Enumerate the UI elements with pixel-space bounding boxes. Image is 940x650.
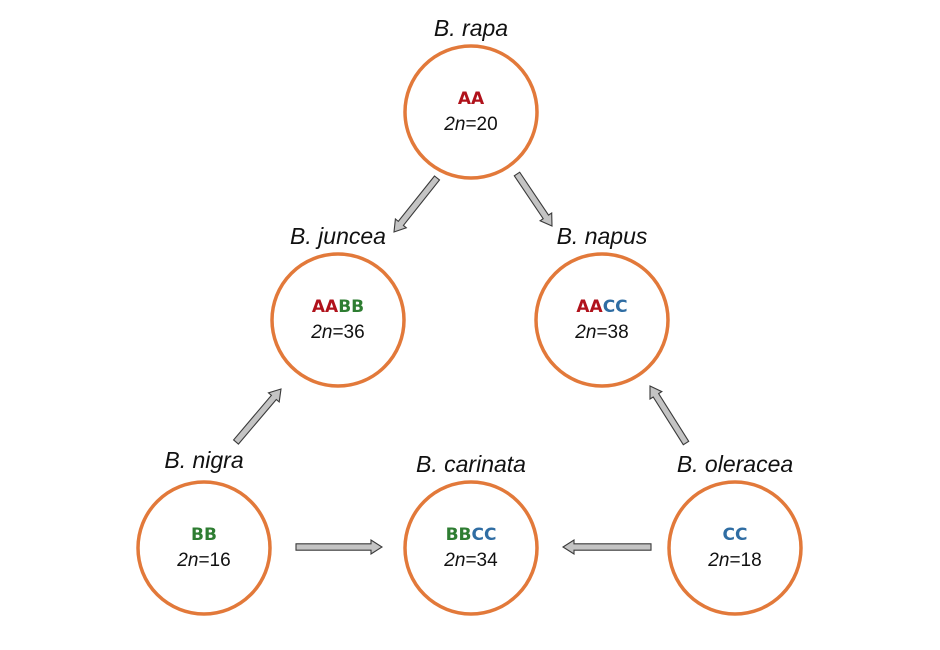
- genome-label: AACC: [576, 297, 627, 317]
- genome-part: CC: [603, 297, 628, 317]
- arrow-oleracea-to-napus: [649, 385, 690, 446]
- chrom-value: =38: [596, 322, 628, 343]
- species-circle: [534, 252, 670, 388]
- chrom-value: =34: [465, 550, 498, 571]
- chrom-prefix: 2: [707, 550, 719, 571]
- species-circle: [403, 480, 539, 616]
- species-circle: [667, 480, 803, 616]
- arrow-oleracea-to-carinata: [561, 538, 652, 556]
- genome-part: AA: [312, 297, 339, 317]
- arrow-rapa-to-napus: [513, 171, 553, 227]
- chrom-value: =18: [729, 550, 761, 571]
- species-label: B. nigra: [164, 447, 243, 473]
- species-circle: [136, 480, 272, 616]
- chrom-variable: n: [586, 322, 597, 343]
- chromosome-count: 2n=36: [310, 322, 364, 343]
- chrom-value: =36: [332, 322, 364, 343]
- genome-label: AABB: [312, 297, 364, 317]
- genome-part: CC: [723, 525, 748, 545]
- genome-part: AA: [458, 89, 485, 109]
- species-circle: [403, 44, 539, 180]
- genome-part: BB: [446, 525, 472, 545]
- species-label: B. rapa: [434, 15, 508, 41]
- arrow-rapa-to-juncea: [393, 175, 441, 233]
- chrom-variable: n: [455, 114, 466, 135]
- species-label: B. juncea: [290, 223, 386, 249]
- genome-label: CC: [723, 525, 748, 545]
- chrom-prefix: 2: [443, 550, 455, 571]
- genome-part: BB: [338, 297, 364, 317]
- species-label: B. napus: [557, 223, 648, 249]
- genome-part: CC: [471, 525, 496, 545]
- chromosome-count: 2n=16: [176, 550, 230, 571]
- chrom-variable: n: [455, 550, 466, 571]
- species-label: B. oleracea: [677, 451, 793, 477]
- arrow-nigra-to-juncea: [232, 388, 282, 445]
- genome-label: BB: [191, 525, 217, 545]
- chrom-prefix: 2: [443, 114, 455, 135]
- chromosome-count: 2n=38: [574, 322, 628, 343]
- genome-part: AA: [576, 297, 603, 317]
- genome-part: BB: [191, 525, 217, 545]
- genome-label: AA: [458, 89, 485, 109]
- chrom-variable: n: [322, 322, 333, 343]
- species-circle: [270, 252, 406, 388]
- genome-label: BBCC: [446, 525, 497, 545]
- species-label: B. carinata: [416, 451, 526, 477]
- chrom-prefix: 2: [176, 550, 188, 571]
- chrom-prefix: 2: [574, 322, 586, 343]
- chromosome-count: 2n=34: [443, 550, 498, 571]
- chrom-prefix: 2: [310, 322, 322, 343]
- chromosome-count: 2n=18: [707, 550, 761, 571]
- chrom-value: =16: [198, 550, 230, 571]
- arrow-nigra-to-carinata: [295, 538, 384, 556]
- chrom-variable: n: [719, 550, 730, 571]
- chrom-value: =20: [465, 114, 497, 135]
- chromosome-count: 2n=20: [443, 114, 497, 135]
- edges-layer: [232, 171, 690, 556]
- chrom-variable: n: [188, 550, 199, 571]
